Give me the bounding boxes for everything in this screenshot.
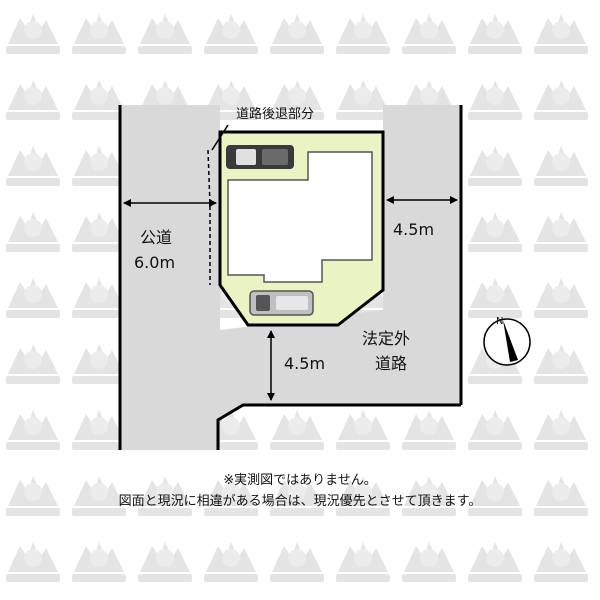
- right-road-width-label: 4.5m: [393, 220, 434, 239]
- non-statutory-road-label-line1: 法定外: [362, 329, 410, 348]
- setback-line: [207, 149, 211, 285]
- note-line-1: ※実測図ではありません。: [223, 472, 377, 488]
- bottom-road-width-label: 4.5m: [284, 354, 325, 373]
- setback-leader-line: [211, 124, 229, 151]
- bottom-road-outer-edge: [216, 403, 461, 450]
- north-label: N: [496, 316, 503, 327]
- setback-label: 道路後退部分: [236, 106, 314, 122]
- road-edge-lines: [118, 105, 463, 450]
- note-line-2: 図面と現況に相違がある場合は、現況優先とさせて頂きます。: [119, 494, 482, 509]
- public-road-width-label: 6.0m: [134, 253, 175, 272]
- public-road-label: 公道: [140, 228, 172, 247]
- house-footprint: [227, 151, 373, 283]
- non-statutory-road-label-line2: 道路: [375, 354, 407, 373]
- car-top-icon: [226, 145, 294, 169]
- public-road-area: [120, 105, 220, 450]
- car-bottom-icon: [249, 290, 314, 316]
- north-compass-icon: N: [483, 316, 531, 366]
- bottom-road-area: [220, 310, 461, 420]
- roads: [120, 105, 461, 450]
- dimension-arrows: [123, 196, 458, 401]
